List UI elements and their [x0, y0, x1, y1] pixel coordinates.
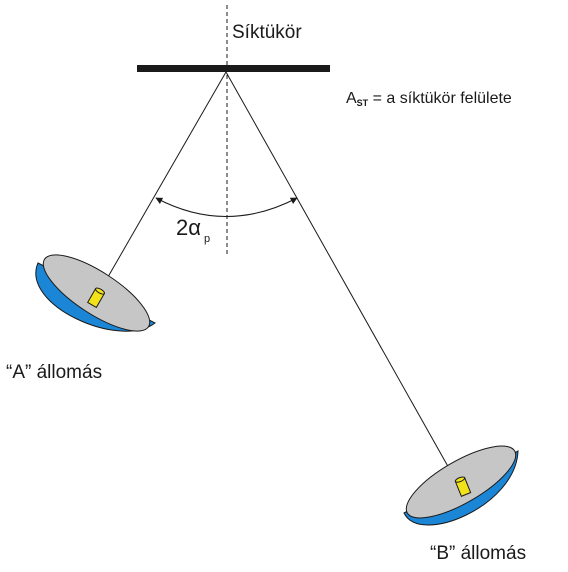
station-a-dish	[35, 254, 156, 332]
flat-mirror	[137, 65, 330, 72]
mirror-label: Síktükör	[232, 22, 302, 43]
beam-to-station-b	[225, 71, 460, 487]
area-description: = a síktükör felülete	[368, 90, 512, 107]
angle-arc	[155, 197, 298, 217]
station-b-label: “B” állomás	[430, 543, 527, 564]
angle-symbol: 2α	[176, 215, 201, 240]
area-subscript: ST	[356, 98, 369, 108]
station-a-label: “A” állomás	[6, 362, 103, 383]
station-b-dish	[403, 445, 519, 526]
mirror-area-legend: AST = a síktükör felülete	[346, 90, 512, 108]
area-symbol: A	[346, 90, 357, 107]
beam-to-station-a	[96, 71, 227, 297]
angle-subscript: p	[203, 233, 211, 245]
